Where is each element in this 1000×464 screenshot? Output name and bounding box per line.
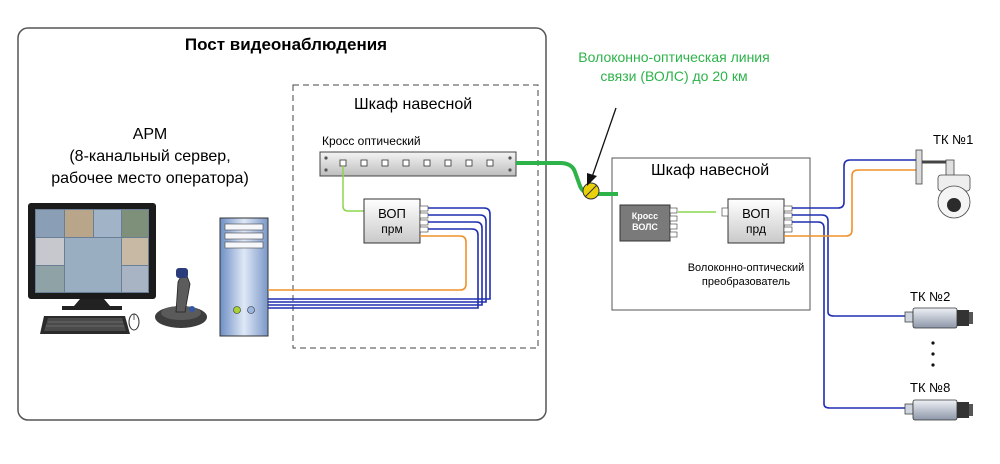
converter-label-1: Волоконно-оптический bbox=[687, 262, 805, 274]
vop-prm-label-line1: ВОП bbox=[378, 206, 406, 221]
box-camera-8 bbox=[904, 399, 973, 421]
fiber-callout-arrow bbox=[587, 107, 617, 186]
post-title: Пост видеонаблюдения bbox=[184, 35, 388, 54]
fiber-line-label-2: связи (ВОЛС) до 20 км bbox=[600, 68, 748, 84]
vop-prd-label-line2: прд bbox=[746, 222, 766, 236]
arm-label-line1: АРМ bbox=[132, 126, 168, 143]
optical-cross-panel bbox=[319, 151, 517, 177]
keyboard bbox=[40, 316, 130, 334]
vop-prm-label-line2: прм bbox=[381, 222, 403, 236]
fiber-line-label-1: Волоконно-оптическая линия bbox=[578, 49, 770, 65]
control-line-left bbox=[268, 235, 467, 291]
optical-cross-label: Кросс оптический bbox=[322, 134, 421, 148]
monitor bbox=[28, 203, 156, 310]
arm-label-line3: рабочее место оператора) bbox=[51, 170, 249, 187]
video-lines-left bbox=[268, 207, 491, 309]
server-tower bbox=[219, 217, 269, 337]
ptz-dome-camera bbox=[915, 149, 971, 219]
fiber-splice bbox=[582, 182, 600, 200]
converter-label-2: преобразователь bbox=[701, 276, 791, 288]
cross-vols-label-1: Кросс bbox=[631, 211, 659, 221]
control-line-right bbox=[784, 169, 918, 237]
camera-label-8: ТК №8 bbox=[910, 380, 951, 395]
cross-vols-box bbox=[619, 204, 678, 242]
camera-ellipsis bbox=[931, 341, 935, 367]
vop-prd-device bbox=[721, 198, 793, 244]
video-lines-right bbox=[792, 159, 918, 409]
box-camera-2 bbox=[904, 307, 973, 329]
vop-prm-device bbox=[363, 198, 429, 244]
post-frame bbox=[17, 27, 547, 421]
camera-label-1: ТК №1 bbox=[933, 132, 974, 147]
mouse bbox=[128, 313, 140, 331]
vop-prd-label-line1: ВОП bbox=[742, 206, 770, 221]
cross-vols-label-2: ВОЛС bbox=[632, 222, 658, 232]
camera-label-2: ТК №2 bbox=[910, 289, 951, 304]
right-cabinet-title: Шкаф навесной bbox=[651, 162, 770, 179]
left-cabinet-title: Шкаф навесной bbox=[354, 96, 473, 113]
joystick bbox=[155, 268, 207, 328]
left-cabinet-frame bbox=[292, 84, 539, 349]
arm-label-line2: (8-канальный сервер, bbox=[69, 148, 231, 165]
